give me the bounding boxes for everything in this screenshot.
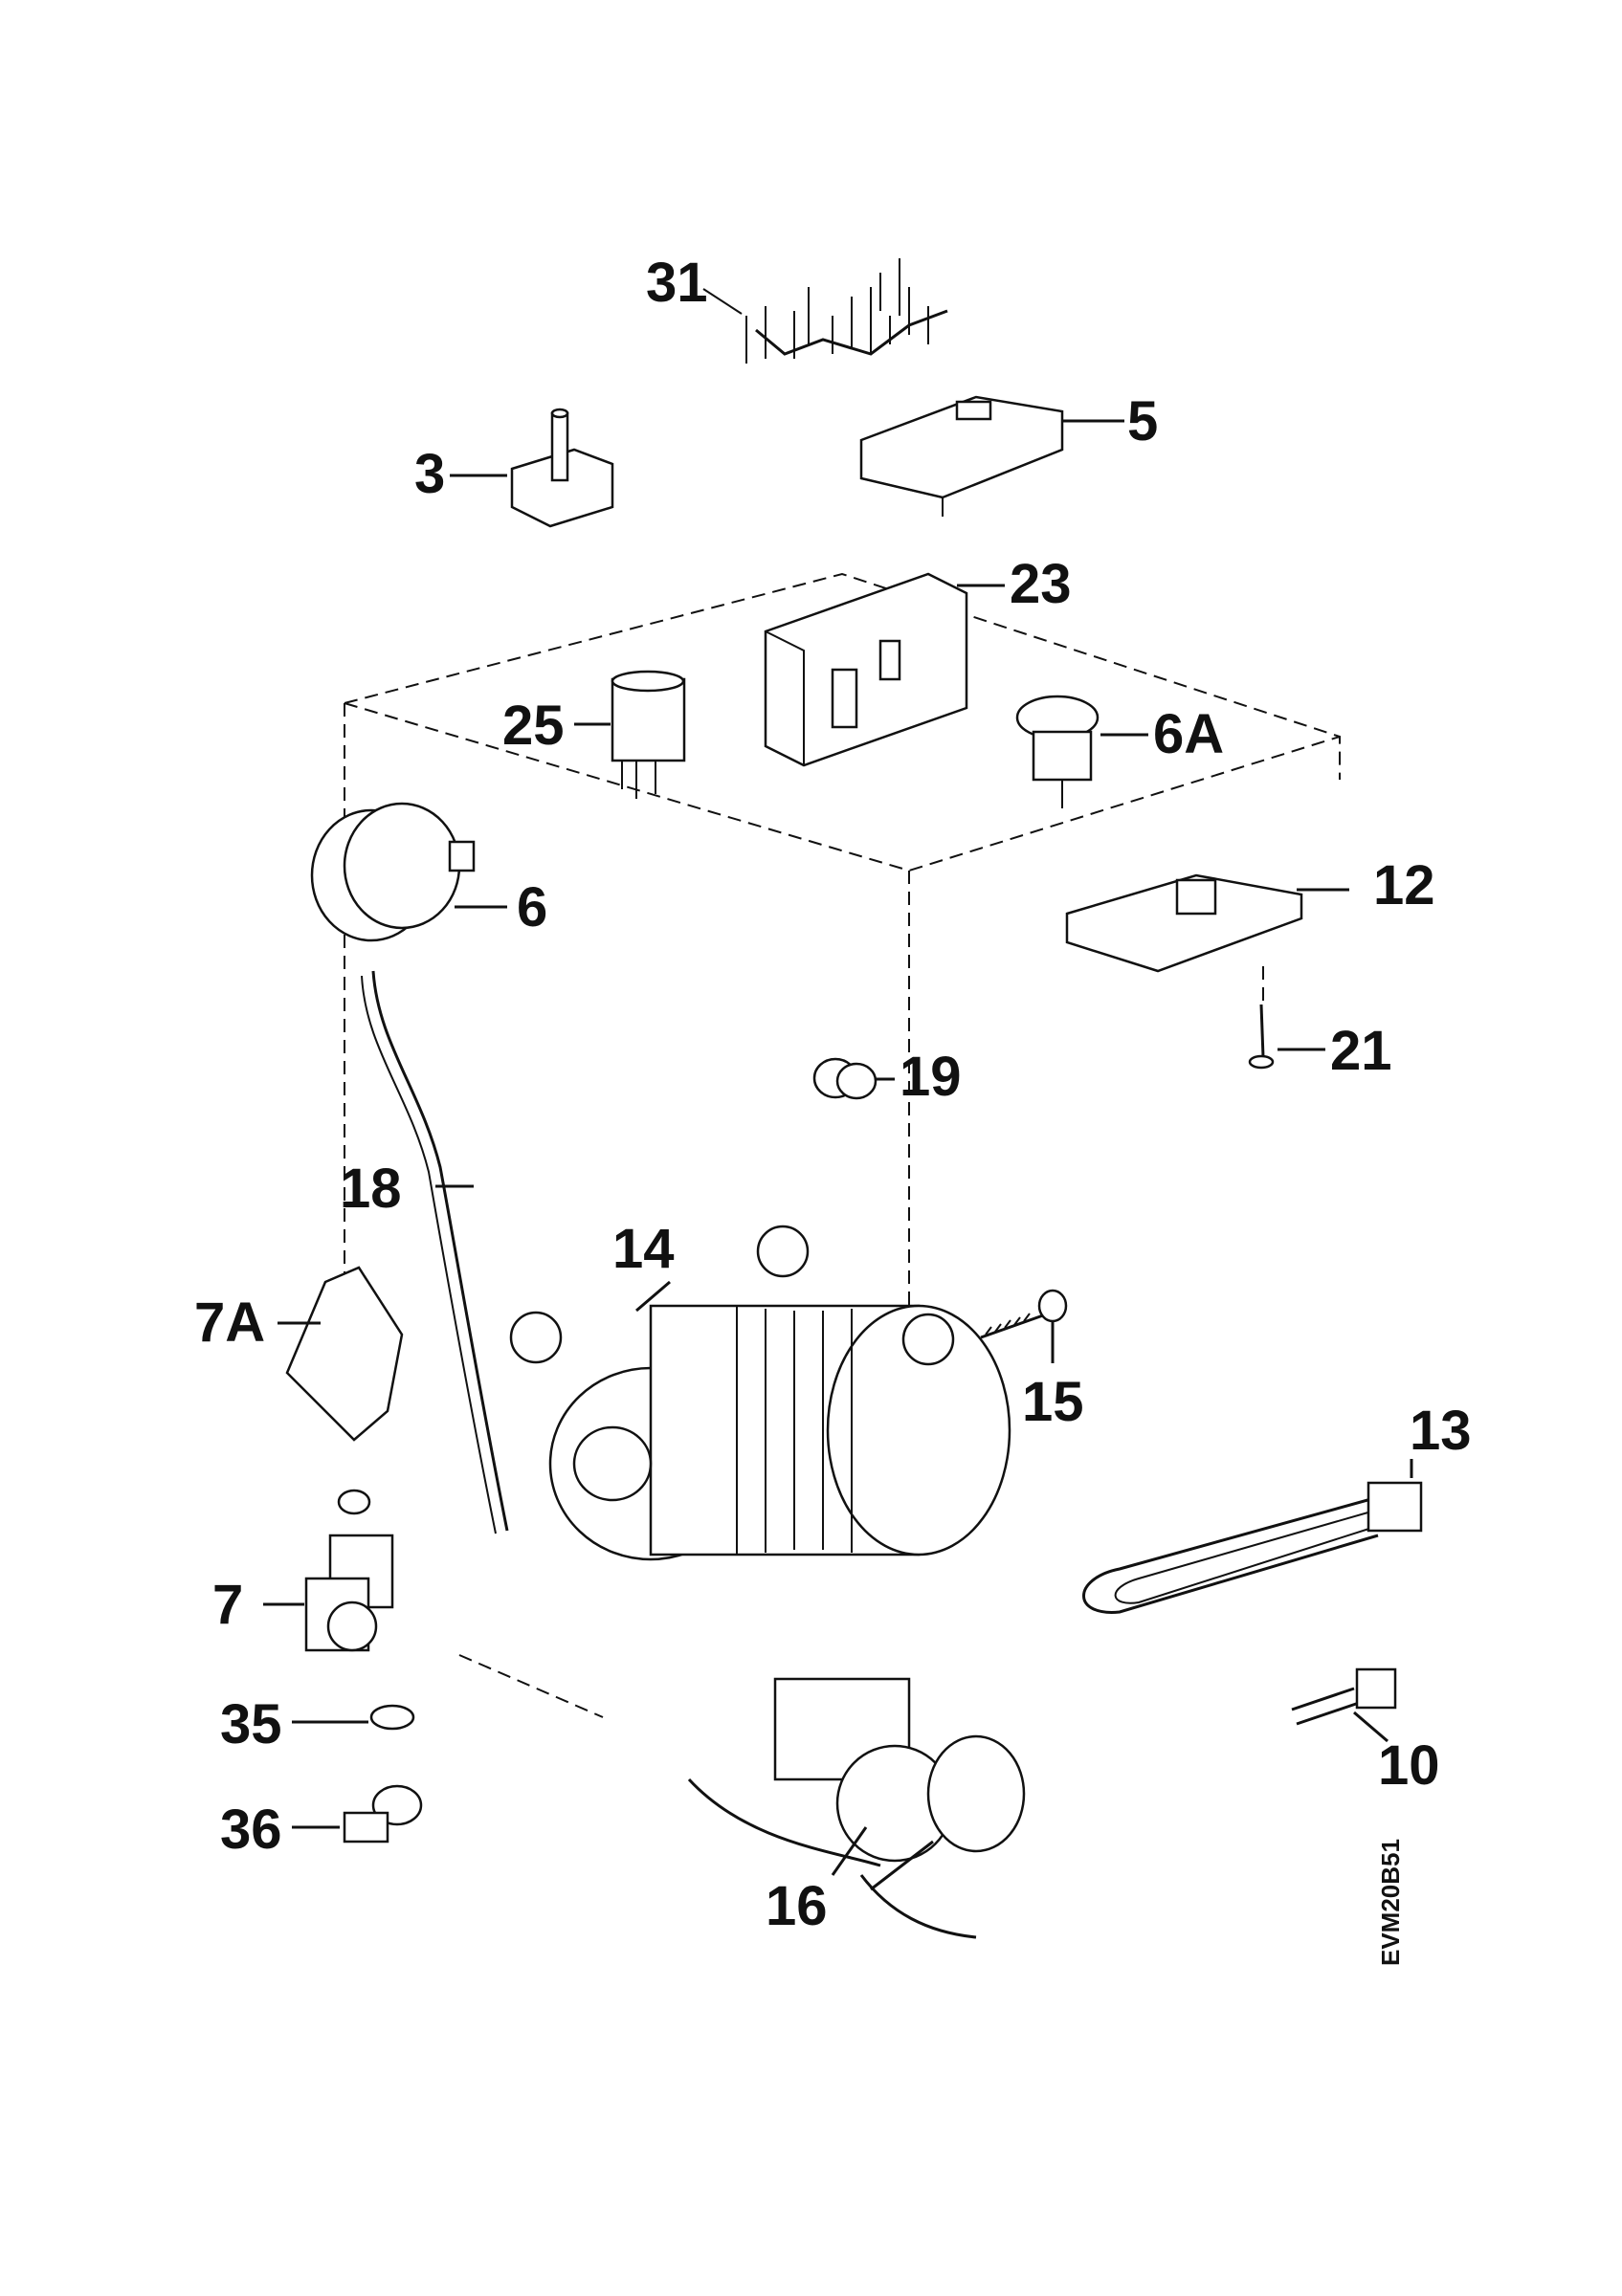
relay-part xyxy=(574,670,686,799)
part-label-23: 23 xyxy=(1010,553,1072,615)
part-label-35: 35 xyxy=(220,1693,282,1755)
part-label-7: 7 xyxy=(212,1574,243,1636)
inlet-valve-part xyxy=(263,1489,394,1652)
part-labels: 31 5 3 23 25 6A 6 12 21 19 18 14 7A 15 13 7 35 10 36 16 xyxy=(194,252,1472,1937)
part-label-14: 14 xyxy=(612,1218,675,1280)
part-label-19: 19 xyxy=(900,1046,962,1108)
screw-part xyxy=(1248,966,1325,1070)
ntc-sensor-part xyxy=(1291,1667,1397,1743)
diagram-code: EVM20B51 xyxy=(1376,1839,1405,1966)
control-board-part xyxy=(859,395,1124,517)
wiring-harness-part xyxy=(702,258,948,364)
part-label-21: 21 xyxy=(1330,1020,1392,1082)
part-label-12: 12 xyxy=(1373,854,1435,916)
heating-element-part xyxy=(1082,1459,1423,1614)
seal-part xyxy=(292,1704,415,1731)
part-label-36: 36 xyxy=(220,1799,282,1861)
part-label-31: 31 xyxy=(646,252,708,314)
part-label-18: 18 xyxy=(340,1158,402,1220)
pressure-hose-part xyxy=(361,970,509,1534)
programme-timer-part xyxy=(310,802,507,942)
electronic-module-part xyxy=(764,572,1005,767)
part-label-13: 13 xyxy=(1410,1400,1472,1462)
part-label-6a: 6A xyxy=(1153,703,1224,765)
drain-pump-part xyxy=(687,1677,1026,1939)
motor-part xyxy=(509,1225,1011,1561)
grommet-part xyxy=(812,1057,895,1100)
door-lock-part xyxy=(1065,873,1349,973)
bolt-part xyxy=(980,1289,1068,1363)
part-label-16: 16 xyxy=(766,1875,828,1937)
part-label-6: 6 xyxy=(517,876,547,938)
part-label-3: 3 xyxy=(414,443,445,505)
selector-switch-part xyxy=(450,408,614,528)
part-label-10: 10 xyxy=(1378,1734,1440,1797)
part-label-25: 25 xyxy=(502,695,565,757)
part-label-5: 5 xyxy=(1127,390,1158,453)
valve-cover-part xyxy=(278,1266,404,1442)
pressure-switch-6a-part xyxy=(1015,695,1148,808)
connector-part xyxy=(292,1784,423,1843)
part-label-15: 15 xyxy=(1022,1371,1084,1433)
part-label-7a: 7A xyxy=(194,1292,265,1354)
